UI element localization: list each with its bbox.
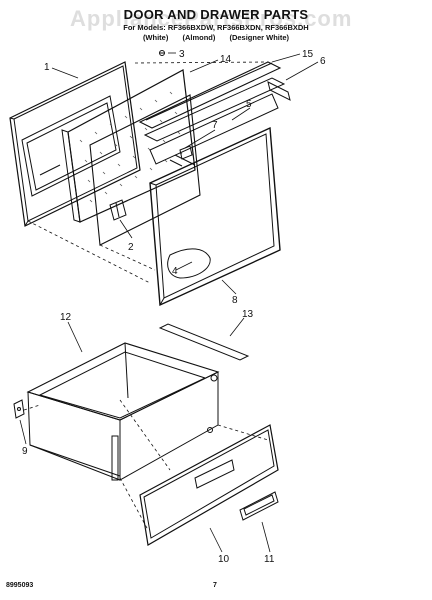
color-white: (White) [142,33,169,42]
part-drawer-front [139,424,279,546]
part-drawer-bracket [13,399,25,419]
callout-6: 6 [320,56,326,67]
part-latch [167,248,211,279]
part-door-frame [149,126,281,307]
insulation-texture [79,91,183,203]
part-drawer-handle [239,491,279,521]
callout-3: 3 [179,49,185,60]
callout-2: 2 [128,242,134,253]
part-top-trim [138,61,282,129]
callout-12: 12 [60,312,72,323]
callout-4: 4 [172,266,178,277]
leader-lines [19,52,319,553]
part-insulation [61,69,196,223]
part-outer-door-panel [9,61,141,227]
alignment-lines-lower [23,399,269,531]
diagram-title: DOOR AND DRAWER PARTS [123,7,309,22]
part-drawer-track [158,323,250,361]
document-number: 8995093 [6,582,34,589]
callout-8: 8 [232,295,238,306]
part-vent-trim [143,77,291,142]
callout-7: 7 [212,120,218,131]
callout-14: 14 [220,54,232,65]
model-list: For Models: RF366BXDW, RF366BXDN, RF366B… [123,23,309,32]
callout-13: 13 [242,309,254,320]
part-screw [159,50,165,56]
callout-1: 1 [44,62,50,73]
part-drawer [26,342,220,481]
color-almond: (Almond) [182,33,216,42]
part-vent-panel [149,93,279,165]
color-list: (White) (Almond) (Designer White) [0,33,432,42]
color-designer-white: (Designer White) [229,33,290,42]
callout-9: 9 [22,446,28,457]
callout-labels: 1 3 14 15 6 5 7 2 4 8 12 13 9 10 11 [22,49,326,565]
callout-10: 10 [218,554,230,565]
alignment-lines-upper [27,61,269,284]
part-inner-door-liner [89,94,201,246]
page-number: 7 [213,582,217,589]
callout-5: 5 [246,99,252,110]
callout-15: 15 [302,49,314,60]
diagram-header: DOOR AND DRAWER PARTS For Models: RF366B… [0,7,432,43]
callout-11: 11 [264,554,275,565]
